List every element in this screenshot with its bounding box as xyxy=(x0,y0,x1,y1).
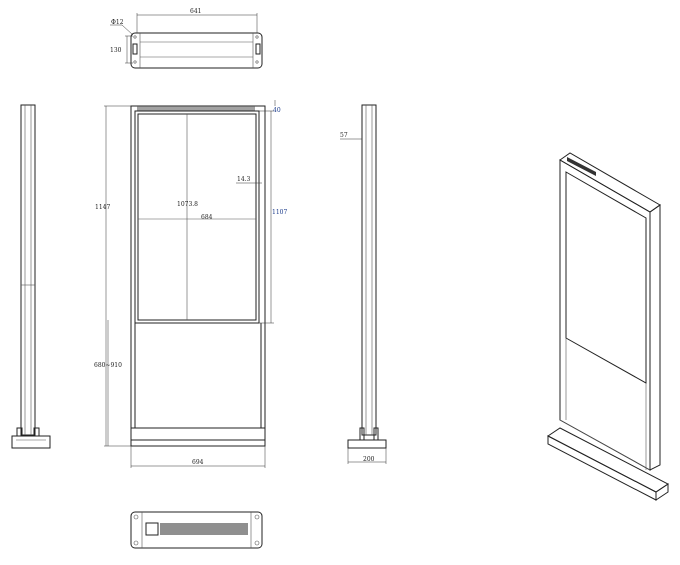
dim-hole-diameter: Φ12 xyxy=(111,19,124,26)
dim-screen-height: 1073.8 xyxy=(177,201,198,208)
dim-screen-width: 684 xyxy=(201,214,213,221)
bottom-view xyxy=(130,511,263,549)
dim-adjustable-height: 680~910 xyxy=(94,362,122,369)
perspective-view xyxy=(547,152,669,501)
dim-frame-height: 1107 xyxy=(272,209,287,216)
left-side-view xyxy=(11,104,51,449)
dim-side-base: 200 xyxy=(363,456,375,463)
dim-bezel: 14.3 xyxy=(237,176,251,183)
dim-side-depth: 57 xyxy=(340,132,348,139)
dim-base-width: 694 xyxy=(192,459,204,466)
dim-top-depth: 130 xyxy=(110,47,122,54)
dim-front-height: 1147 xyxy=(95,204,110,211)
dim-top-width: 641 xyxy=(190,8,201,15)
front-view: 1147 1073.8 684 14.3 1107 40 680~910 694 xyxy=(94,100,287,468)
top-view: 641 Φ12 130 xyxy=(110,8,263,69)
dim-top-offset: 40 xyxy=(273,107,281,114)
right-side-view: 57 200 xyxy=(340,104,387,464)
